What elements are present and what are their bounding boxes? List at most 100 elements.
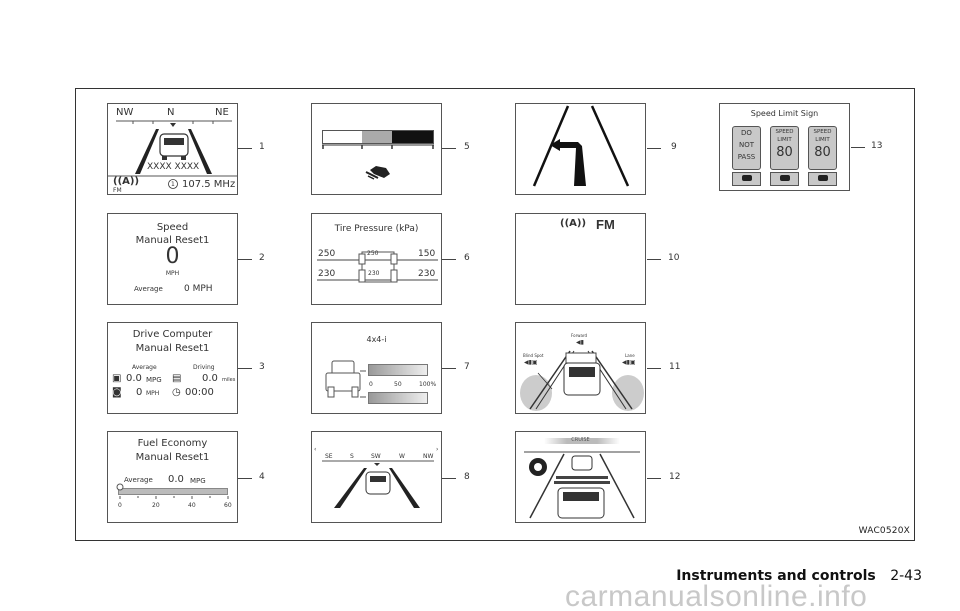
callout-7: 7	[464, 362, 470, 372]
sign-speed-limit-2: SPEED LIMIT 80	[808, 126, 837, 170]
tire-slip-icon	[365, 166, 390, 180]
callout-9: 9	[671, 142, 677, 152]
sign-do-not-pass: DO NOT PASS	[732, 126, 761, 170]
callout-line-5	[442, 148, 456, 149]
bar-marker-icon	[116, 483, 229, 499]
callout-line-8	[442, 478, 456, 479]
average-label: Average	[134, 285, 163, 293]
scroll-right-icon: ›	[436, 446, 439, 453]
scale-100: 100%	[419, 381, 437, 388]
tire-rear-center: 230	[368, 270, 380, 277]
section-title: Instruments and controls	[676, 568, 876, 584]
figure-frame: WAC0520X	[75, 88, 915, 541]
scale-60: 60	[224, 502, 232, 509]
blind-spot-speaker-icon: ◀▮▣	[524, 359, 538, 366]
tire-front-left: 250	[318, 249, 336, 259]
panel-title: Tire Pressure (kPa)	[334, 224, 419, 234]
panel-fuel-economy: Fuel Economy Manual Reset1 Average 0.0 M…	[107, 431, 238, 523]
callout-10: 10	[668, 253, 680, 263]
forward-label: Forward	[571, 333, 588, 338]
average-label: Average	[132, 364, 157, 371]
scale-50: 50	[394, 381, 402, 388]
panel-title: Drive Computer	[132, 329, 213, 340]
antenna-icon: ((A))	[113, 176, 140, 187]
callout-line-9	[647, 148, 661, 149]
distance-unit: miles	[222, 377, 236, 383]
mpg-unit: MPG	[146, 376, 162, 384]
scale-0: 0	[118, 502, 122, 509]
compass-nw: NW	[116, 107, 134, 118]
callout-6: 6	[464, 253, 470, 263]
cruise-label: CRUISE	[571, 437, 590, 443]
panel-speed-limit-sign: Speed Limit Sign DO NOT PASS SPEED LIMIT…	[719, 103, 850, 191]
callout-line-4	[238, 478, 252, 479]
band-label: FM	[596, 217, 615, 232]
callout-line-6	[442, 259, 456, 260]
antenna-icon: ((A))	[560, 218, 587, 229]
panel-title: Speed	[156, 222, 189, 233]
cruise-scene-icon	[524, 451, 640, 519]
frequency: 107.5 MHz	[182, 179, 236, 190]
speed-value: 0	[165, 244, 180, 269]
mpg-value: 0.0	[126, 373, 142, 384]
car-icons	[742, 175, 828, 181]
slip-ticks	[322, 144, 434, 149]
cruise-banner	[544, 438, 620, 444]
fuel-economy-bar	[118, 488, 228, 495]
panel-compass-road: ‹ › SE S SW W NW	[311, 431, 442, 523]
speed-unit: MPH	[165, 270, 180, 277]
blind-spot-label: Blind Spot	[523, 353, 544, 358]
callout-line-3	[238, 368, 252, 369]
scale-40: 40	[188, 502, 196, 509]
panel-title: Fuel Economy	[137, 438, 208, 449]
speedometer-icon: ◙	[112, 387, 122, 398]
callout-12: 12	[669, 472, 681, 482]
callout-2: 2	[259, 253, 265, 263]
callout-4: 4	[259, 472, 265, 482]
turn-left-arrow-icon	[532, 105, 630, 187]
callout-line-7	[442, 368, 456, 369]
figure-code: WAC0520X	[858, 526, 910, 536]
callout-line-12	[647, 478, 661, 479]
panel-cruise: CRUISE	[515, 431, 646, 523]
rear-torque-bar	[368, 392, 428, 404]
callout-line-1	[238, 148, 252, 149]
panel-audio-fm: ((A)) FM	[515, 213, 646, 305]
panel-tire-pressure: Tire Pressure (kPa) 250 250 150 230 230 …	[311, 213, 442, 305]
road-vehicle-icon	[322, 460, 434, 508]
compass-n: N	[167, 107, 175, 118]
callout-1: 1	[259, 142, 265, 152]
panel-title: Speed Limit Sign	[750, 109, 819, 118]
panel-subtitle: Manual Reset1	[135, 452, 210, 463]
panel-navigation	[515, 103, 646, 195]
vehicle-label: XXXX XXXX	[147, 162, 200, 172]
panel-driver-assist: Forward ◀▮ Blind Spot ◀▮▣ Lane ◀▮▣	[515, 322, 646, 414]
panel-compass-audio: NW N NE XXXX XXXX ((A)) FM 1 107.5 MHz	[107, 103, 238, 195]
callout-line-11	[647, 368, 661, 369]
forward-speaker-icon: ◀▮	[576, 339, 584, 346]
vehicle-topview-icon	[317, 251, 438, 283]
road-vehicle-icon	[108, 120, 237, 189]
average-value: 0 MPH	[184, 284, 213, 294]
driver-assist-icon	[520, 350, 644, 411]
compass-sw: SW	[371, 453, 381, 460]
band-label: FM	[113, 187, 122, 194]
distance-value: 0.0	[202, 373, 218, 384]
panel-title: 4x4-i	[366, 335, 387, 344]
scale-20: 20	[152, 502, 160, 509]
callout-11: 11	[669, 362, 681, 372]
sign-speed-limit-1: SPEED LIMIT 80	[770, 126, 799, 170]
fuel-pump-icon: ▣	[112, 373, 122, 384]
clock-icon: ◷	[172, 387, 181, 398]
callout-line-13	[851, 147, 865, 148]
lane-speaker-icon: ◀▮▣	[622, 359, 636, 366]
compass-ne: NE	[215, 107, 229, 118]
fuel-economy-unit: MPG	[190, 477, 206, 485]
odometer-icon: ▤	[172, 373, 182, 384]
lane-label: Lane	[625, 353, 635, 358]
callout-3: 3	[259, 362, 265, 372]
driving-label: Driving	[193, 364, 215, 371]
panel-drive-computer: Drive Computer Manual Reset1 Average Dri…	[107, 322, 238, 414]
scroll-left-icon: ‹	[314, 446, 317, 453]
panel-slip-indicator	[311, 103, 442, 195]
